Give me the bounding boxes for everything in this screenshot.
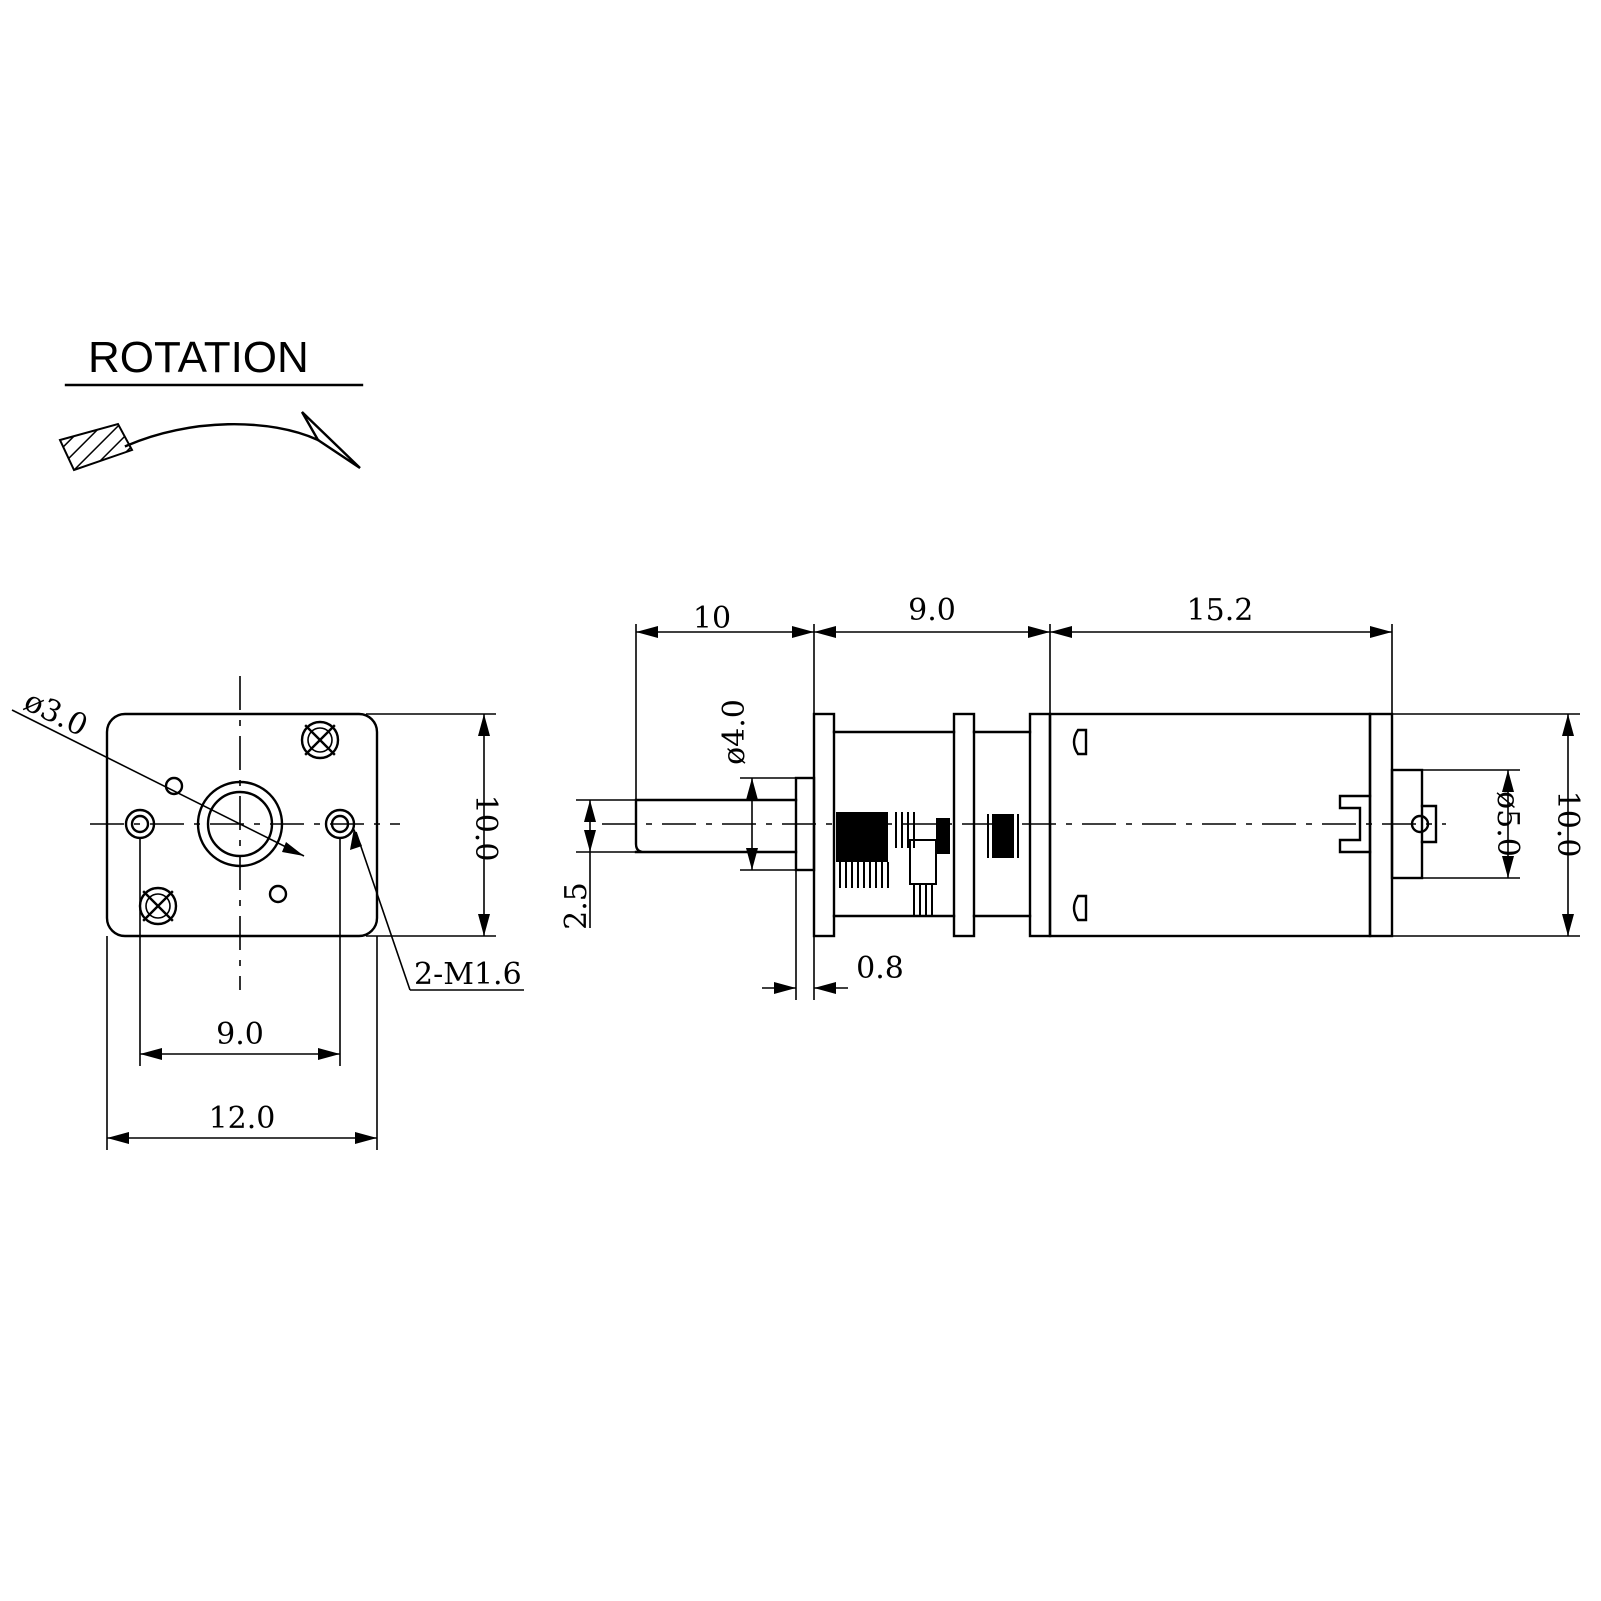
side-end-terminal-hole (1410, 814, 1430, 834)
side-rear-plate (1028, 712, 1052, 938)
side-terminal-tab (1338, 794, 1372, 854)
front-height-arrow-bottom (478, 914, 490, 936)
shaft-length-arrow-right (792, 626, 814, 638)
thread-leader (355, 831, 411, 991)
plate-thick-arrow-right (814, 982, 836, 994)
thread-label: 2-M1.6 (414, 957, 522, 992)
front-width-label: 12.0 (209, 1101, 276, 1136)
shaft-flat-arrow-top (584, 800, 596, 822)
boss-dia-arrow-top (746, 778, 758, 800)
front-width-arrow-left (107, 1132, 129, 1144)
thread-leader-arrow (350, 828, 362, 850)
gearbox-length-arrow-right (1028, 626, 1050, 638)
front-height-label: 10.0 (468, 795, 503, 862)
motor-pinion (992, 814, 1014, 858)
rotation-arrow-curve (124, 422, 320, 448)
hole-spacing-arrow-right (318, 1048, 340, 1060)
rotation-arrow-head (300, 411, 361, 469)
shaft-flat-label: 2.5 (559, 882, 594, 930)
boss-dia-label: ø4.0 (717, 699, 752, 765)
front-pin-lower (268, 884, 288, 904)
front-mount-hole-left-inner (130, 814, 150, 834)
endcap-dia-arrow-bottom (1502, 856, 1514, 878)
side-gear-train (836, 812, 1019, 916)
side-motor-body (1048, 712, 1372, 938)
motor-length-arrow-right (1370, 626, 1392, 638)
motor-length-label: 15.2 (1187, 593, 1254, 628)
shaft-dia-leader (11, 709, 305, 857)
hole-spacing-arrow-left (140, 1048, 162, 1060)
motor-length-arrow-left (1050, 626, 1072, 638)
front-output-boss (196, 780, 284, 868)
front-height-arrow-top (478, 714, 490, 736)
gearbox-length-arrow-left (814, 626, 836, 638)
rotation-title: ROTATION (88, 333, 309, 382)
front-pin-upper (164, 776, 184, 796)
shaft-length-label: 10 (693, 601, 731, 636)
rotation-indicator: ROTATION (58, 333, 364, 472)
boss-dia-arrow-bottom (746, 848, 758, 870)
side-motor-endcap-plate (1368, 712, 1394, 938)
rotation-arrow-tail (58, 422, 134, 472)
front-screw-upper (300, 720, 340, 760)
front-width-arrow-right (355, 1132, 377, 1144)
front-view: ø3.0 2-M1.6 10.0 9.0 12.0 (11, 676, 524, 1150)
shaft-dia-arrow (282, 842, 304, 856)
side-output-shaft (634, 798, 798, 854)
shaft-dia-label: ø3.0 (18, 684, 92, 744)
front-gearbox-outline (105, 712, 379, 938)
side-view: 10 9.0 15.2 ø4.0 2.5 0.8 (559, 593, 1585, 1000)
shaft-length-arrow-left (636, 626, 658, 638)
front-mount-hole-right-inner (330, 814, 350, 834)
plate-thick-arrow-left (774, 982, 796, 994)
shaft-flat-arrow-bottom (584, 830, 596, 852)
side-end-cap (1390, 768, 1424, 880)
motor-height-arrow-bottom (1562, 914, 1574, 936)
side-end-terminal (1420, 804, 1438, 844)
hole-spacing-label: 9.0 (216, 1017, 264, 1052)
motor-height-arrow-top (1562, 714, 1574, 736)
front-output-shaft (206, 790, 274, 858)
endcap-dia-arrow-top (1502, 770, 1514, 792)
gear-3 (936, 818, 950, 854)
plate-thick-label: 0.8 (856, 951, 904, 986)
side-front-plate (812, 712, 836, 938)
gear-2 (909, 839, 937, 885)
side-middle-plate (952, 712, 976, 938)
motor-indent-bottom (1072, 894, 1088, 922)
gearbox-length-label: 9.0 (908, 593, 956, 628)
motor-indent-top (1072, 728, 1088, 756)
gear-1-dark (836, 812, 888, 862)
endcap-dia-label: ø5.0 (1490, 791, 1525, 857)
motor-height-label: 10.0 (1550, 791, 1585, 858)
front-screw-lower (138, 886, 178, 926)
